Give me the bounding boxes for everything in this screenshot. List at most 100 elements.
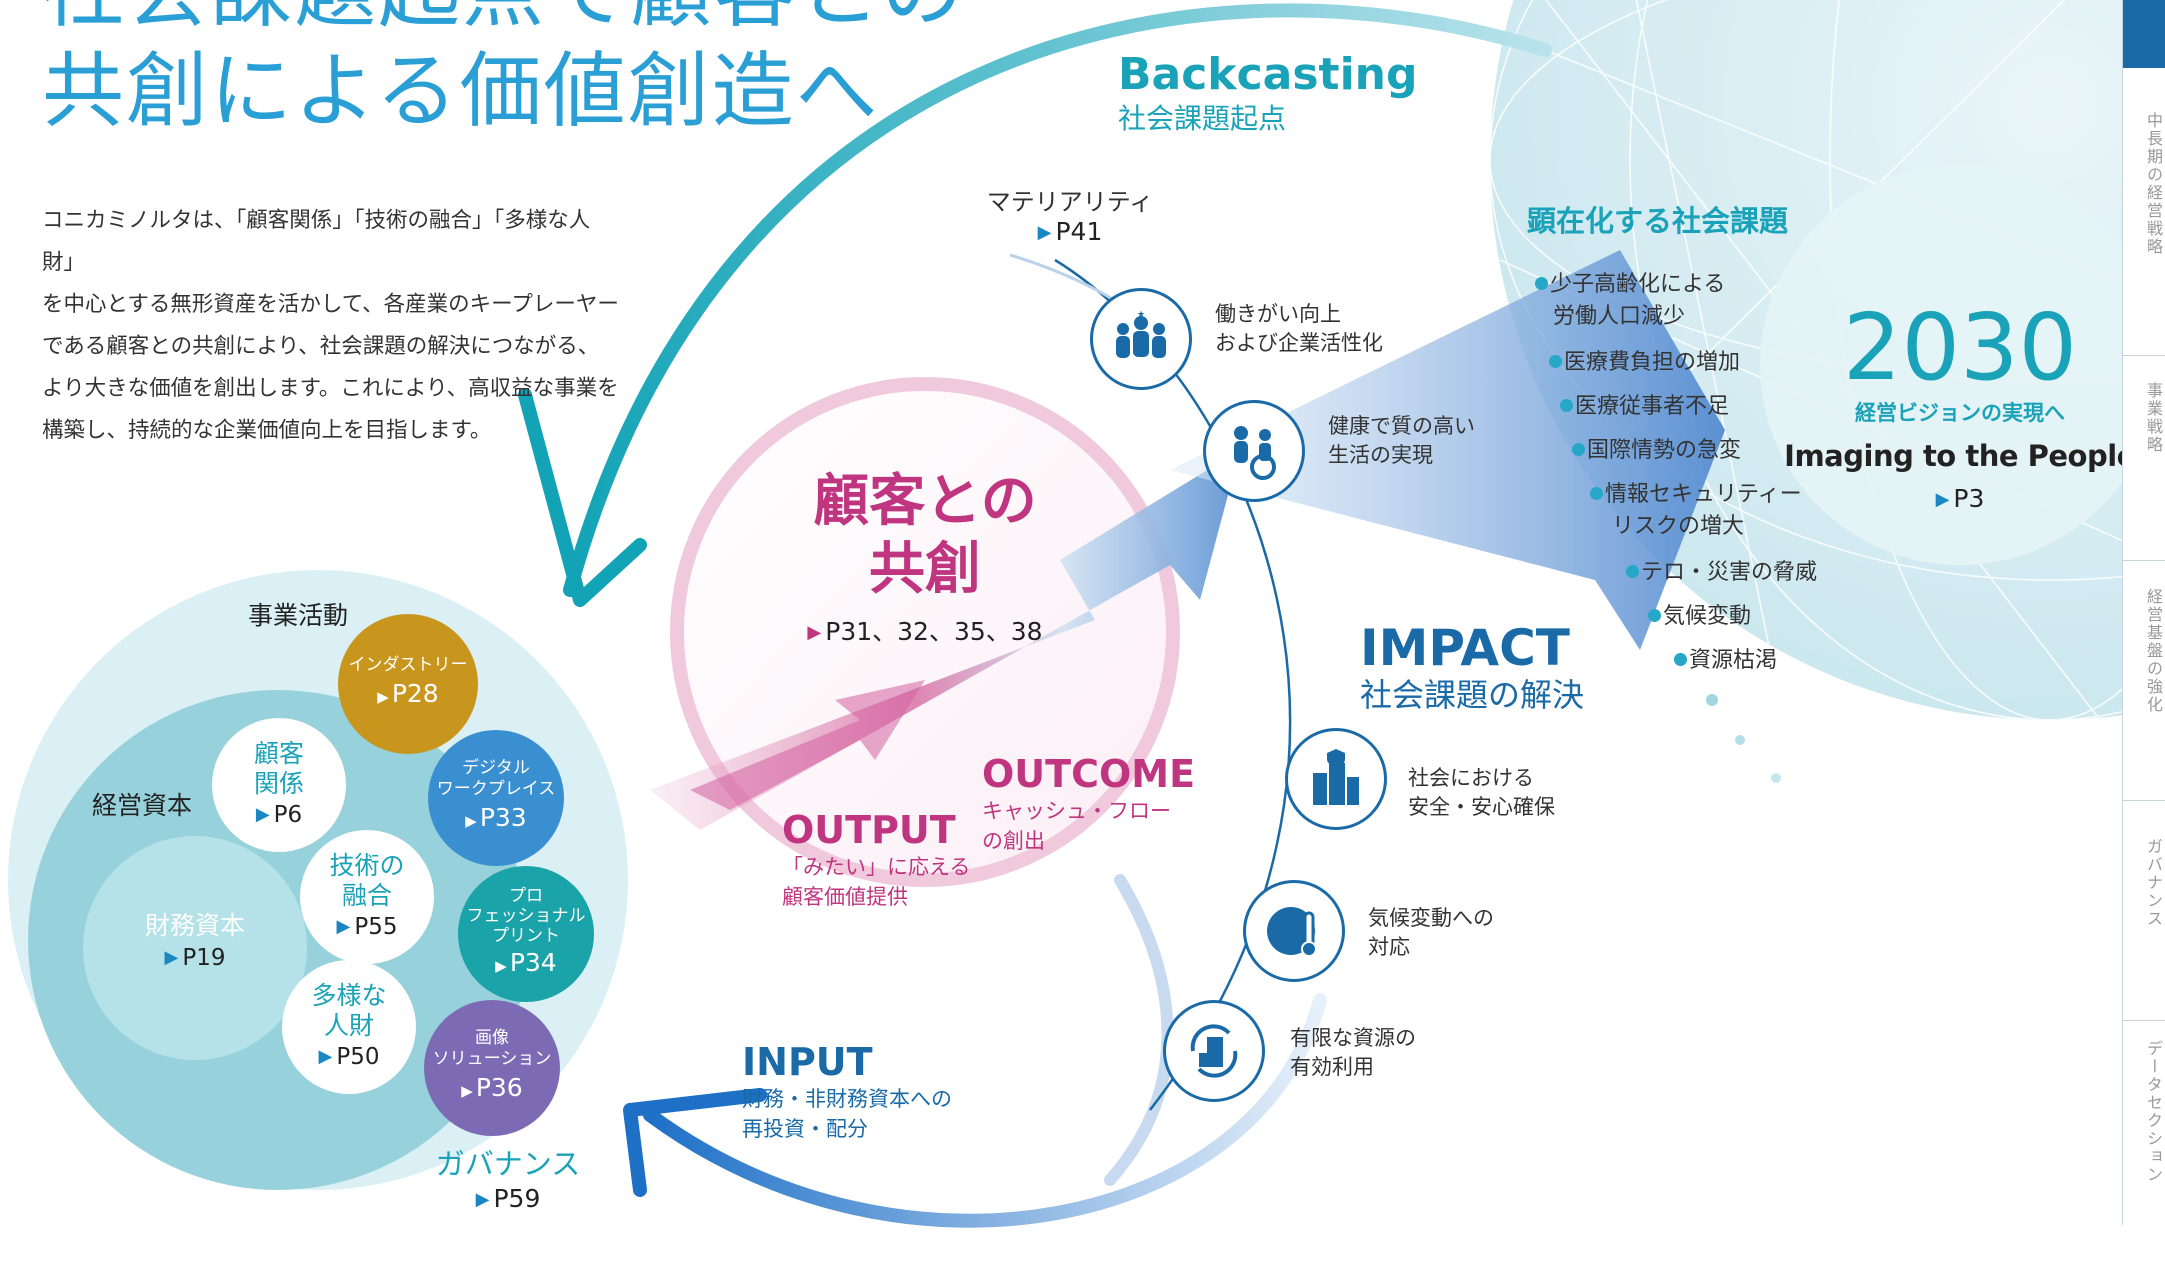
backcasting-jp: 社会課題起点 (1118, 102, 1287, 135)
side-tab-governance[interactable]: ガバナンス (2144, 838, 2163, 928)
impact-jp: 社会課題の解決 (1360, 676, 1585, 714)
unit-page: P33 (479, 802, 527, 832)
issue-text: 労働人口減少 (1553, 304, 1686, 329)
materiality-item-line: 健康で質の高い (1328, 414, 1475, 438)
side-tab-business[interactable]: 事業戦略 (2144, 382, 2163, 454)
issue-item: 国際情勢の急変 (1572, 436, 1741, 466)
business-unit-professional-print[interactable]: プロ フェッショナル プリント ▶P34 (458, 866, 594, 1002)
safety-building-icon (1285, 728, 1387, 830)
issue-item: 資源枯渇 (1674, 646, 1777, 676)
issue-item: 医療費負担の増加 (1549, 348, 1740, 378)
issue-text: 少子高齢化による (1550, 272, 1726, 297)
materiality-item-line: 生活の実現 (1328, 443, 1433, 467)
output-line-1: 「みたい」に応える (782, 855, 971, 879)
issue-text: 国際情勢の急変 (1587, 438, 1742, 463)
issue-item: 少子高齢化による (1535, 270, 1725, 300)
materiality-label: マテリアリティ ▶P41 (975, 188, 1165, 246)
materiality-page-link[interactable]: ▶P41 (975, 217, 1165, 246)
impact-label: IMPACT 社会課題の解決 (1360, 620, 1584, 714)
intro-line: 構築し、持続的な企業価値向上を目指します。 (42, 418, 492, 443)
capital-page: P6 (273, 802, 303, 828)
intro-line: である顧客との共創により、社会課題の解決につながる、 (42, 334, 600, 359)
financial-page: P19 (182, 945, 226, 971)
triangle-icon: ▶ (807, 622, 822, 643)
materiality-item-line: 安全・安心確保 (1408, 795, 1555, 819)
capital-customer-relations[interactable]: 顧客 関係 ▶P6 (212, 718, 346, 852)
globe-thermometer-icon (1243, 880, 1345, 982)
materiality-item-line: 有効利用 (1290, 1055, 1374, 1079)
triangle-icon: ▶ (465, 811, 477, 830)
unit-line: フェッショナル (466, 905, 586, 926)
issue-item: 気候変動 (1648, 602, 1751, 632)
business-unit-imaging-solution[interactable]: 画像 ソリューション ▶P36 (424, 1000, 560, 1136)
capital-technology-fusion[interactable]: 技術の 融合 ▶P55 (300, 830, 434, 964)
materiality-item-5: 有限な資源の 有効利用 (1290, 1024, 1416, 1082)
issue-text: 情報セキュリティー (1605, 482, 1802, 507)
unit-page: P36 (475, 1072, 523, 1102)
backcasting-en: Backcasting (1118, 49, 1418, 100)
bullet-icon (1572, 443, 1585, 456)
side-tab-strategy[interactable]: 中長期の経営戦略 (2144, 112, 2163, 256)
materiality-item-line: 社会における (1408, 766, 1534, 790)
capital-line: 技術の (329, 851, 405, 880)
side-nav-active-marker (2123, 0, 2165, 68)
issue-text: 気候変動 (1663, 604, 1752, 629)
side-tab-foundation[interactable]: 経営基盤の強化 (2144, 588, 2163, 714)
materiality-item-line: および企業活性化 (1215, 331, 1383, 355)
unit-line: プロ (509, 885, 543, 906)
unit-line: インダストリー (348, 654, 468, 675)
output-en: OUTPUT (782, 808, 956, 852)
bullet-icon (1648, 609, 1661, 622)
issue-text: テロ・災害の脅威 (1641, 560, 1818, 585)
business-unit-industry[interactable]: インダストリー ▶P28 (338, 614, 478, 754)
business-unit-digital-workplace[interactable]: デジタル ワークプレイス ▶P33 (428, 730, 564, 866)
bullet-icon (1590, 487, 1603, 500)
materiality-item-line: 気候変動への (1368, 906, 1494, 930)
materiality-item-line: 対応 (1368, 935, 1410, 959)
intro-line: を中心とする無形資産を活かして、各産業のキープレーヤー (42, 292, 619, 317)
input-en: INPUT (742, 1040, 873, 1084)
vision-page-link[interactable]: ▶P3 (1780, 484, 2140, 513)
materiality-item-4: 気候変動への 対応 (1368, 904, 1494, 962)
recycle-building-icon (1163, 1000, 1265, 1102)
vision-year: 2030 (1842, 294, 2078, 401)
issue-item: 労働人口減少 (1553, 302, 1685, 332)
cocreation-page-link[interactable]: ▶P31、32、35、38 (790, 612, 1060, 648)
issue-item: リスクの増大 (1612, 512, 1744, 542)
triangle-icon: ▶ (377, 687, 389, 706)
materiality-page: P41 (1055, 217, 1103, 246)
cocreation-pages: P31、32、35、38 (825, 617, 1043, 646)
financial-capital[interactable]: 財務資本 ▶P19 (115, 910, 275, 974)
unit-line: デジタル (462, 757, 530, 778)
materiality-item-3: 社会における 安全・安心確保 (1408, 764, 1555, 822)
materiality-item-line: 有限な資源の (1290, 1026, 1416, 1050)
intro-line: より大きな価値を創出します。これにより、高収益な事業を (42, 376, 619, 401)
capital-line: 人財 (323, 1011, 374, 1040)
vision-caption: 経営ビジョンの実現へ (1855, 401, 2065, 425)
page-title: 社会課題起点で顧客との 共創による価値創造へ (42, 0, 965, 142)
unit-line: 画像 (475, 1027, 509, 1048)
triangle-icon: ▶ (318, 1046, 333, 1067)
cocreation-line-2: 共創 (869, 537, 981, 602)
unit-line: ワークプレイス (436, 778, 556, 799)
cocreation-block: 顧客との 共創 ▶P31、32、35、38 (790, 468, 1060, 648)
title-line-2: 共創による価値創造へ (42, 44, 880, 139)
issue-text: 医療従事者不足 (1575, 394, 1730, 419)
team-icon: ★ (1090, 288, 1192, 390)
capital-page: P55 (354, 914, 398, 940)
governance-block[interactable]: ガバナンス ▶P59 (418, 1146, 598, 1217)
materiality-item-1: 働きがい向上 および企業活性化 (1215, 300, 1383, 358)
side-tab-data[interactable]: データセクション (2144, 1040, 2163, 1184)
capital-label: 経営資本 (92, 791, 193, 820)
capital-diverse-talent[interactable]: 多様な 人財 ▶P50 (282, 960, 416, 1094)
backcasting-label: Backcasting 社会課題起点 (1118, 48, 1417, 136)
side-navigation: 中長期の経営戦略 事業戦略 経営基盤の強化 ガバナンス データセクション (2122, 0, 2165, 1225)
outcome-en: OUTCOME (982, 752, 1196, 796)
intro-paragraph: コニカミノルタは、「顧客関係」「技術の融合」「多様な人財」 を中心とする無形資産… (42, 200, 622, 452)
triangle-icon: ▶ (1935, 489, 1950, 510)
issue-item: 医療従事者不足 (1560, 392, 1729, 422)
bullet-icon (1626, 565, 1639, 578)
output-line-2: 顧客価値提供 (782, 885, 908, 909)
triangle-icon: ▶ (461, 1081, 473, 1100)
issue-item: テロ・災害の脅威 (1626, 558, 1817, 588)
